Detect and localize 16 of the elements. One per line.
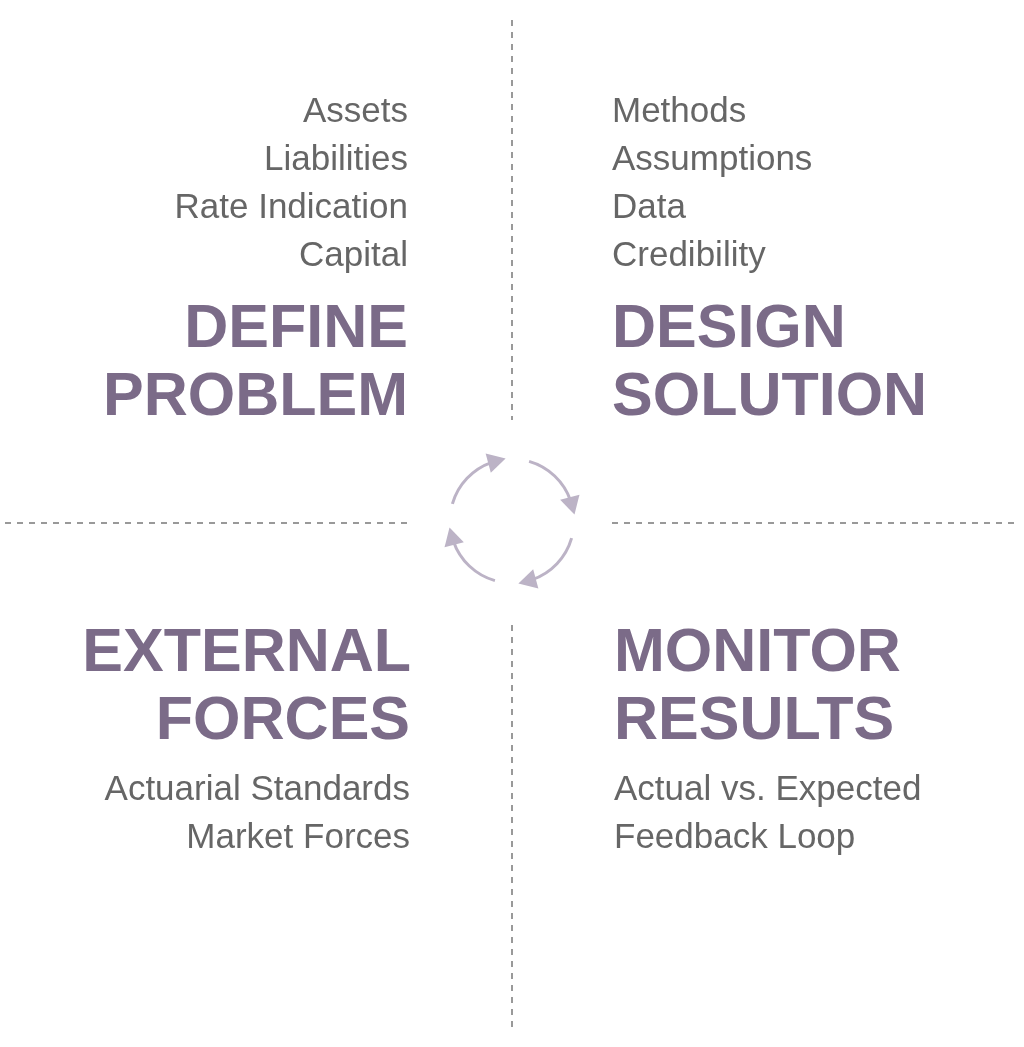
list-item: Feedback Loop	[614, 816, 856, 856]
list-item: Credibility	[612, 234, 766, 274]
list-item: Actuarial Standards	[104, 768, 410, 808]
section-heading: DESIGN SOLUTION	[612, 292, 928, 428]
list-item: Assets	[302, 90, 408, 130]
list-item: Actual vs. Expected	[614, 768, 922, 808]
list-item: Data	[612, 186, 686, 226]
section-heading: MONITOR RESULTS	[614, 616, 901, 752]
list-item: Liabilities	[264, 138, 408, 178]
section-heading: DEFINE PROBLEM	[103, 292, 408, 428]
section-heading: EXTERNAL FORCES	[82, 616, 410, 752]
list-item: Market Forces	[186, 816, 410, 856]
list-item: Rate Indication	[174, 186, 408, 226]
list-item: Capital	[299, 234, 408, 274]
list-item: Assumptions	[612, 138, 813, 178]
list-item: Methods	[612, 90, 747, 130]
